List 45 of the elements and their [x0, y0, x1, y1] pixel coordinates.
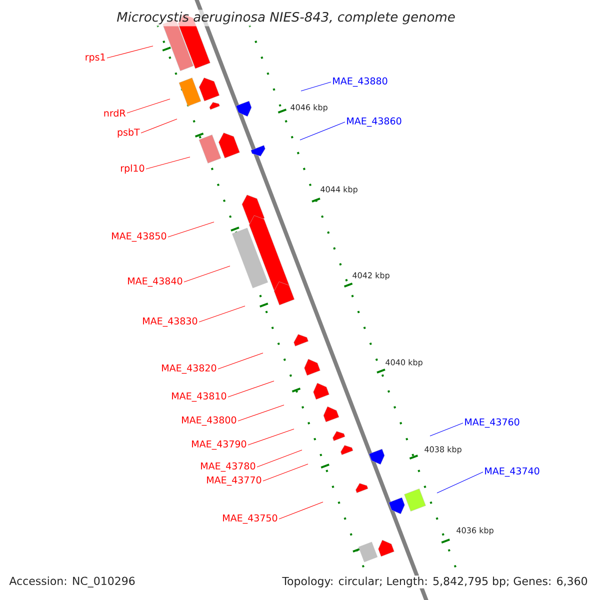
- scale-label: 4042 kbp: [351, 271, 391, 281]
- gene-label: rps1: [86, 54, 105, 62]
- gene-label: MAE_43760: [465, 418, 520, 428]
- leader-line: [430, 422, 464, 436]
- gene-label: MAE_43880: [333, 77, 388, 87]
- gene-label: MAE_43740: [485, 467, 540, 477]
- footer-text: Topology: circular; Length: 5,842,795 bp; Genes: 6,360: [281, 576, 589, 588]
- leader-line: [278, 502, 324, 520]
- gene-label: MAE_43810: [172, 392, 226, 402]
- scale-label: 4036 kbp: [455, 526, 495, 536]
- gene-label: MAE_43770: [207, 476, 262, 486]
- gene-label: MAE_43790: [192, 440, 246, 450]
- leader-line: [140, 118, 178, 134]
- leader-line: [218, 352, 264, 370]
- leader-line: [106, 46, 154, 58]
- gene-label: MAE_43850: [112, 232, 166, 242]
- gene-label: MAE_43860: [347, 117, 402, 127]
- gene-label: MAE_43830: [143, 317, 198, 327]
- footer-text: Accession: NC_010296: [8, 576, 136, 588]
- gene-label: MAE_43820: [162, 364, 216, 374]
- leader-line: [248, 428, 294, 446]
- gene-label: MAE_43840: [128, 277, 182, 287]
- leader-line: [198, 306, 246, 322]
- leader-line: [238, 404, 284, 422]
- scale-label: 4038 kbp: [423, 445, 463, 455]
- gene-label: psbT: [118, 128, 140, 138]
- gene-label: MAE_43780: [201, 462, 256, 472]
- leader-line: [256, 450, 302, 468]
- leader-line: [262, 464, 308, 482]
- gene-label: rpl10: [121, 164, 144, 174]
- title: Microcystis aeruginosa NIES-843, complete genome: [114, 10, 458, 26]
- leader-line: [126, 98, 170, 114]
- scale-label: 4046 kbp: [289, 103, 329, 113]
- leader-line: [436, 472, 484, 494]
- leader-line: [184, 266, 230, 282]
- leader-line: [300, 82, 332, 92]
- gene-label: MAE_43800: [182, 416, 236, 426]
- leader-line: [228, 380, 274, 398]
- scale-label: 4044 kbp: [319, 185, 359, 195]
- gene-label: nrdR: [104, 109, 126, 117]
- leader-line: [146, 156, 190, 170]
- leader-line: [300, 122, 346, 140]
- scale-label: 4040 kbp: [384, 358, 424, 368]
- gene-label: MAE_43750: [223, 514, 278, 524]
- leader-line: [168, 222, 214, 238]
